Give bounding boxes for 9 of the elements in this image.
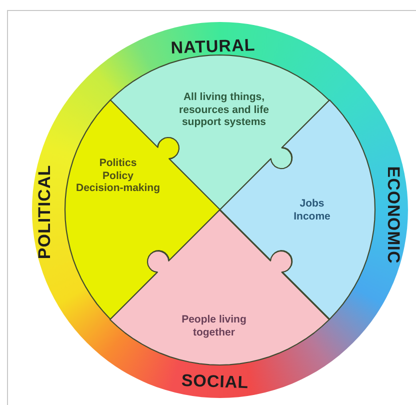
puzzle-piece (110, 210, 330, 365)
piece-label: Politics Policy Decision-making (74, 157, 162, 195)
ring-label: SOCIAL (181, 370, 249, 394)
ring-label: POLITICAL (35, 164, 55, 260)
ring-label: ECONOMIC (383, 166, 403, 264)
piece-label: People living together (180, 313, 248, 339)
ring-label: NATURAL (170, 36, 256, 58)
piece-label: Jobs Income (292, 197, 332, 223)
piece-label: All living things, resources and life support systems (178, 91, 270, 129)
